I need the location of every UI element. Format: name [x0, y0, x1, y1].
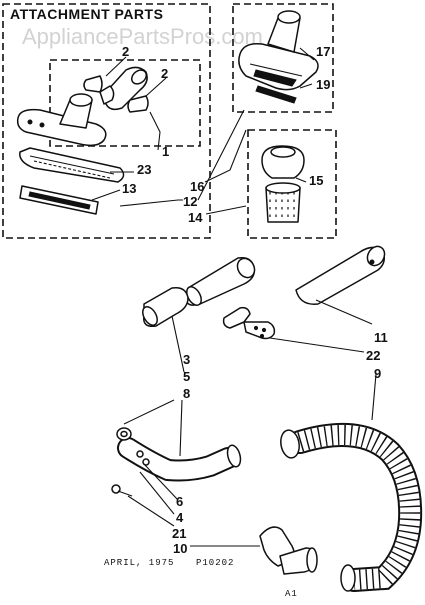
swivel-fitting-part-10: [259, 526, 318, 575]
callout-8: 8: [183, 386, 190, 401]
footer-date: APRIL, 1975: [104, 558, 174, 568]
callout-6: 6: [176, 494, 183, 509]
callout-11: 11: [374, 330, 388, 345]
callout-12: 12: [183, 194, 197, 209]
wand-tube-lower: [142, 286, 189, 328]
callout-2a: 2: [122, 44, 129, 59]
wand-joint-subbox: [49, 59, 201, 147]
callout-4: 4: [176, 510, 184, 525]
strip-part-13: [19, 185, 99, 215]
attachment-parts-title: ATTACHMENT PARTS: [10, 6, 163, 22]
callout-17: 17: [316, 44, 330, 59]
footer-code: P10202: [196, 558, 234, 568]
callout-3: 3: [183, 352, 190, 367]
callout-14: 14: [188, 210, 203, 225]
callout-1: 1: [162, 144, 169, 159]
dusting-brush-part-15: [261, 145, 305, 223]
wand-lock-part-22: [222, 306, 276, 340]
bushing-part-2a: [83, 75, 103, 93]
footer-page: A1: [285, 589, 298, 599]
callout-19: 19: [316, 77, 330, 92]
upholstery-tool-box: [232, 3, 334, 113]
callout-numbers: 2 2 1 23 13 16 12 14 17 19 15 11 22 9 3 …: [122, 44, 388, 556]
callout-9: 9: [374, 366, 381, 381]
attachment-parts-box: [2, 3, 211, 239]
callout-23: 23: [137, 162, 151, 177]
watermark: AppliancePartsPros.com: [22, 24, 263, 49]
wand-joint-part-1: [99, 66, 148, 111]
upholstery-tool-part-17: [238, 10, 319, 91]
floor-tool-part: [16, 93, 107, 147]
nozzle-strip-part-19: [255, 85, 297, 104]
callout-13: 13: [122, 181, 136, 196]
screw-part-21: [111, 484, 133, 497]
crevice-tool-part-11: [295, 245, 386, 305]
dusting-brush-box: [247, 129, 337, 239]
callout-21: 21: [172, 526, 186, 541]
callout-2b: 2: [161, 66, 168, 81]
callout-22: 22: [366, 348, 380, 363]
callout-15: 15: [309, 173, 323, 188]
wand-tube-upper: [185, 256, 256, 306]
bushing-part-2b: [127, 95, 149, 113]
callout-16: 16: [190, 179, 204, 194]
leader-lines: [91, 47, 377, 547]
flexible-hose-part-9: [280, 422, 423, 592]
callout-5: 5: [183, 369, 190, 384]
bristle-plate-part-23: [19, 147, 125, 183]
hose-handle-part: [116, 427, 242, 482]
callout-10: 10: [173, 541, 187, 556]
